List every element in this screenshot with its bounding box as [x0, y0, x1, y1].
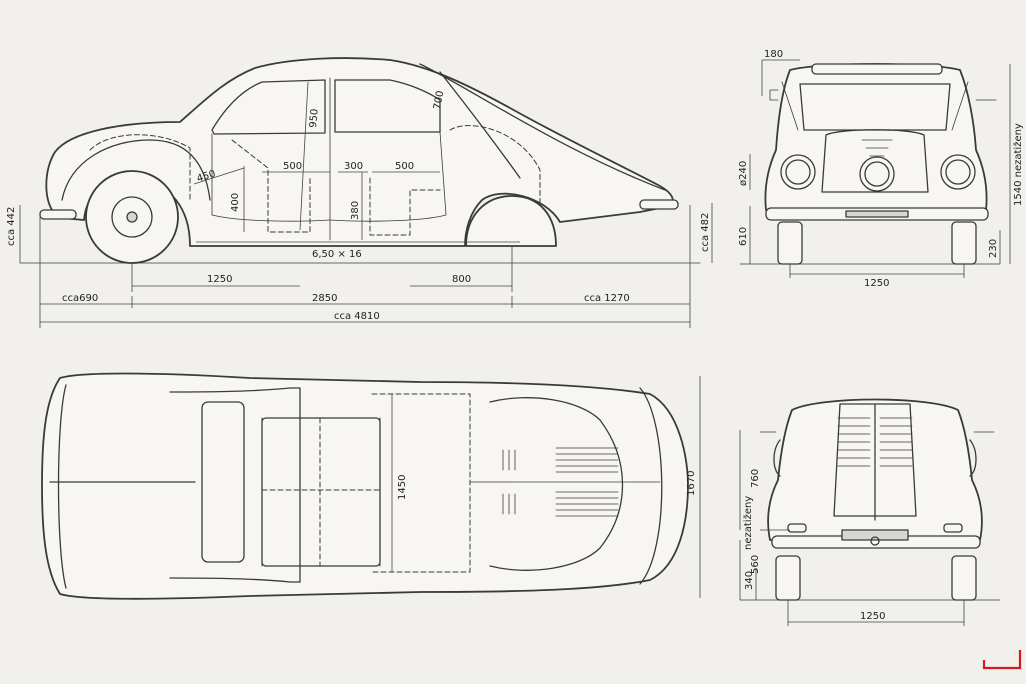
label-rear-upper: 760	[750, 469, 761, 488]
label-headlamp-dia: ø240	[738, 161, 749, 186]
label-overall-width: 1670	[686, 471, 697, 496]
rear-engine-cover	[833, 403, 917, 517]
label-seat-rear: 500	[395, 161, 414, 172]
rear-fenders	[773, 439, 977, 477]
top-front-bumper	[57, 384, 67, 589]
rear-right-tyre	[951, 555, 977, 601]
top-hood	[169, 387, 301, 583]
side-rear-seat-dashed	[369, 177, 441, 236]
front-center-headlamp-inner	[864, 161, 890, 187]
side-rear-engine-dashed	[449, 125, 541, 211]
front-windscreen	[799, 83, 951, 131]
label-clearance: 230	[988, 239, 999, 258]
side-rear-window	[334, 79, 441, 133]
rear-left-tyre	[775, 555, 801, 601]
label-front-track: 1250	[864, 278, 889, 289]
side-fin-edge	[439, 71, 521, 179]
front-left-headlamp-inner	[785, 159, 811, 185]
label-seat-height-front: 400	[230, 193, 241, 212]
side-front-seat-dashed	[231, 139, 311, 233]
red-corner-mark	[982, 650, 1022, 670]
side-front-hub	[111, 196, 153, 238]
label-overall-length: cca 4810	[334, 311, 380, 322]
rear-emblem	[870, 536, 880, 546]
rear-left-lamp	[787, 523, 807, 533]
label-bumper-height: 610	[738, 227, 749, 246]
label-tyre: 6,50 × 16	[312, 249, 362, 260]
side-rear-door	[329, 131, 447, 222]
dim-line-interior-height	[299, 81, 309, 231]
side-front-hub-cap	[126, 211, 138, 223]
label-rear-track: 1250	[860, 611, 885, 622]
front-mirrors	[769, 89, 997, 101]
label-wheelbase: 2850	[312, 293, 337, 304]
front-left-tyre	[777, 221, 803, 265]
rear-view: 760 nezatiženy 560 340 1250	[739, 398, 1001, 626]
label-mirror: 180	[764, 49, 783, 60]
top-side-vents	[502, 449, 516, 515]
top-windscreen	[201, 401, 245, 563]
front-plate	[845, 210, 909, 218]
label-rear-window: 700	[432, 90, 446, 111]
front-pillars	[781, 81, 969, 131]
label-seat-front: 500	[283, 161, 302, 172]
label-rear-height: cca 482	[700, 213, 711, 252]
top-front-seats-dashed	[261, 417, 381, 567]
label-rear-clearance: 340	[744, 571, 755, 590]
top-view: 1450 1670	[41, 372, 701, 600]
front-nose	[821, 129, 929, 193]
front-roof-vent	[811, 63, 943, 75]
label-rear-lower: 560	[750, 555, 761, 574]
side-body-outline	[45, 57, 674, 247]
top-engine-louvers	[555, 447, 619, 517]
rear-right-lamp	[943, 523, 963, 533]
rear-plate	[841, 529, 909, 541]
top-fin-outline	[489, 397, 624, 571]
side-rear-bumper	[639, 199, 679, 210]
label-headlamp-height: cca 442	[6, 207, 17, 246]
dim-line-seat-angle	[193, 167, 245, 185]
side-front-window	[211, 79, 326, 135]
label-rear-overhang: cca 1270	[584, 293, 630, 304]
label-seat-gap: 300	[344, 161, 363, 172]
label-height-unladen: 1540 nezatiženy	[1012, 123, 1024, 206]
side-front-door	[211, 133, 331, 222]
side-front-fender	[61, 139, 211, 201]
front-right-headlamp-inner	[945, 159, 971, 185]
side-roof-fin	[419, 63, 666, 191]
label-interior-width: 1450	[397, 475, 408, 500]
label-rear-unladen: nezatiženy	[742, 496, 754, 550]
label-seat-height-rear: 380	[350, 201, 361, 220]
label-front-overhang: cca690	[62, 293, 98, 304]
front-view: 180 ø240 610 1540 nezatiženy 230 1250	[738, 49, 1024, 289]
front-right-tyre	[951, 221, 977, 265]
label-front-to-seat: 1250	[207, 274, 232, 285]
front-grille	[861, 139, 893, 157]
side-front-bumper	[39, 209, 77, 220]
top-rear-bumper	[639, 387, 663, 585]
top-rear-seats-dashed	[371, 393, 471, 573]
side-rear-wheel	[465, 195, 557, 247]
rear-louvers	[837, 417, 913, 467]
label-seat-offset: 800	[452, 274, 471, 285]
top-body-outline	[41, 372, 689, 600]
side-engine-dashed	[89, 134, 191, 201]
label-interior-height: 950	[308, 108, 321, 128]
side-view: cca 442 cca 482 950 700 500 300 500 450 …	[6, 57, 713, 328]
